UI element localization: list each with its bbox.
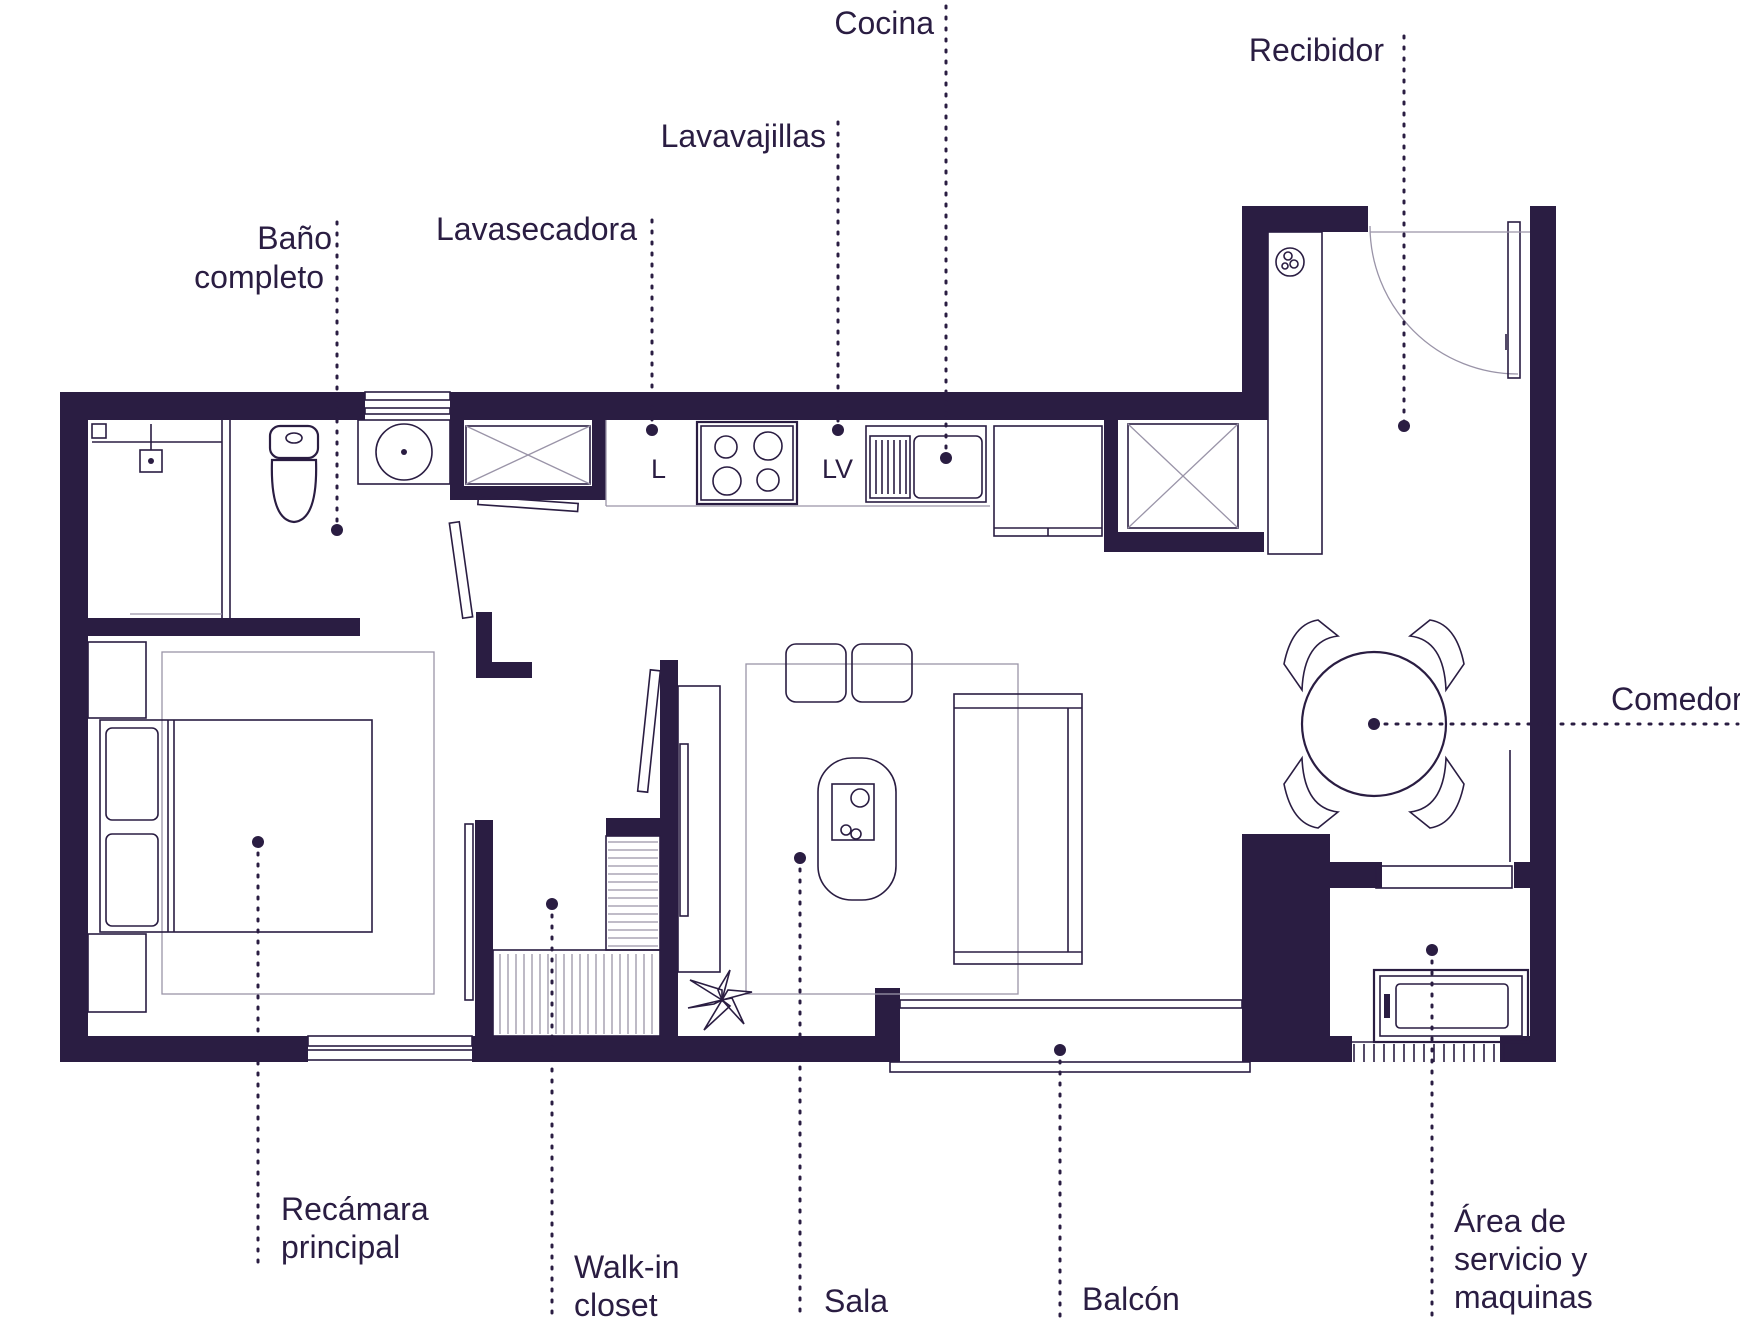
label-comedor: Comedor xyxy=(1611,681,1740,717)
label-servicio-line3: maquinas xyxy=(1454,1279,1593,1315)
pantry xyxy=(1127,423,1239,529)
bed-icon xyxy=(99,719,373,933)
service-area xyxy=(1350,968,1530,1062)
coffee-table xyxy=(817,757,897,901)
windows xyxy=(304,391,1513,1073)
walk-in-closet xyxy=(492,668,662,1037)
lavavajillas-code: LV xyxy=(822,454,853,484)
label-cocina: Cocina xyxy=(834,5,934,41)
label-servicio-line2: servicio y xyxy=(1454,1241,1587,1277)
label-sala: Sala xyxy=(824,1283,888,1319)
label-balcon: Balcón xyxy=(1082,1281,1180,1317)
door-swing-icon xyxy=(1369,221,1530,379)
label-lavasecadora: Lavasecadora xyxy=(436,211,637,247)
walls xyxy=(60,206,1556,1062)
label-walkin-line1: Walk-in xyxy=(574,1249,679,1285)
room-labels: Cocina Recibidor Lavavajillas Lavasecado… xyxy=(194,5,1740,1320)
living-room xyxy=(677,643,1083,1031)
fridge xyxy=(993,425,1103,537)
bedroom xyxy=(87,641,474,1013)
room-markers xyxy=(252,420,1438,1056)
lavasecadora-closet xyxy=(465,425,591,485)
dining-table-icon xyxy=(1283,619,1465,829)
label-servicio-line1: Área de xyxy=(1454,1203,1566,1239)
plant-icon xyxy=(1275,247,1305,277)
cooktop-icon xyxy=(695,420,799,506)
label-bano-line1: Baño xyxy=(257,220,332,256)
recibidor-area xyxy=(1267,221,1530,555)
kitchen-counter: L LV xyxy=(605,420,1239,537)
sink-icon xyxy=(357,419,451,485)
label-lavavajillas: Lavavajillas xyxy=(661,118,826,154)
kitchen-sink-icon xyxy=(865,425,987,503)
lavadora-code: L xyxy=(651,454,666,484)
plant-icon xyxy=(687,969,753,1031)
label-recamara-line2: principal xyxy=(281,1229,400,1265)
bathroom xyxy=(91,419,580,620)
label-walkin-line2: closet xyxy=(574,1287,658,1320)
toilet-icon xyxy=(268,424,320,524)
stool xyxy=(785,643,913,703)
label-recamara-line1: Recámara xyxy=(281,1191,429,1227)
sofa-icon xyxy=(953,693,1083,965)
label-bano-line2: completo xyxy=(194,259,324,295)
label-recibidor: Recibidor xyxy=(1249,32,1385,68)
leader-lines xyxy=(256,4,1740,1320)
